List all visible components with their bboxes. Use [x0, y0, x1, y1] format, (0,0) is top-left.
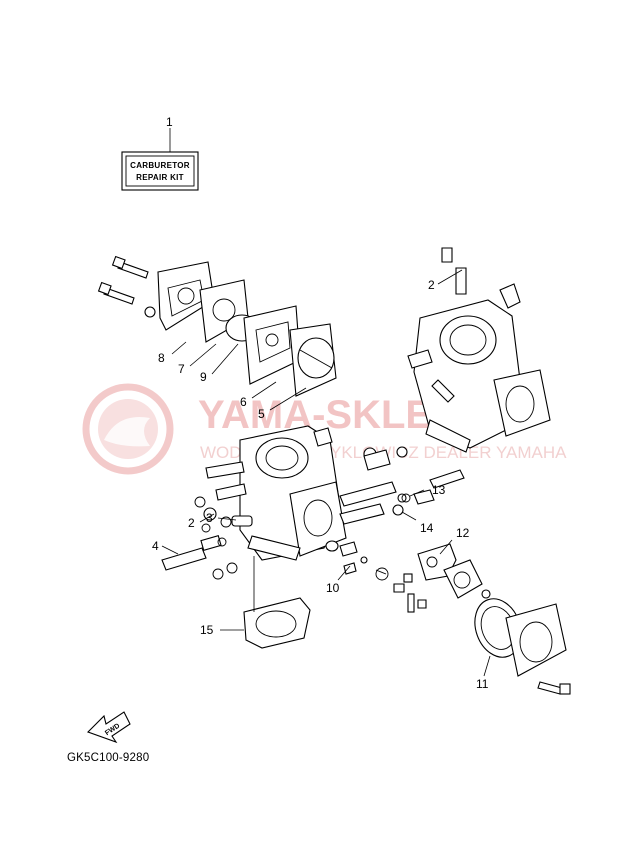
fwd-arrow-icon: FWD	[86, 711, 131, 744]
callout-11: 11	[476, 677, 489, 691]
callout-2-lower: 2	[188, 516, 195, 530]
callout-9: 9	[200, 370, 207, 384]
repair-kit-line2: REPAIR KIT	[136, 173, 184, 182]
carburetor-repair-kit: CARBURETOR REPAIR KIT	[121, 128, 199, 191]
figure-code: GK5C100-9280	[67, 752, 150, 764]
callout-4: 4	[152, 539, 159, 553]
jets-10	[325, 540, 427, 613]
watermark-logo	[82, 383, 174, 475]
callout-6: 6	[240, 395, 247, 409]
left-small-parts	[161, 496, 253, 580]
callout-14: 14	[420, 521, 434, 535]
intake-gasket-15	[243, 556, 311, 649]
leader-lines	[161, 269, 491, 677]
callout-7: 7	[178, 362, 185, 376]
repair-kit-line1: CARBURETOR	[130, 161, 190, 170]
carburetor-upper-assembly	[407, 247, 551, 453]
callout-2-upper: 2	[428, 278, 435, 292]
callout-1: 1	[166, 115, 173, 129]
air-screws	[339, 446, 465, 525]
check-valve-5	[289, 323, 337, 397]
cover-bolts	[97, 255, 156, 318]
pump-diaphragm-11	[443, 559, 571, 695]
pin-14	[392, 504, 404, 516]
callout-3: 3	[206, 511, 213, 525]
callout-5: 5	[258, 407, 265, 421]
callout-10: 10	[326, 581, 340, 595]
callout-8: 8	[158, 351, 165, 365]
callout-15: 15	[200, 623, 214, 637]
carburetor-body	[205, 425, 347, 561]
callout-13: 13	[432, 483, 446, 497]
spring-13	[401, 489, 435, 505]
callout-12: 12	[456, 526, 470, 540]
